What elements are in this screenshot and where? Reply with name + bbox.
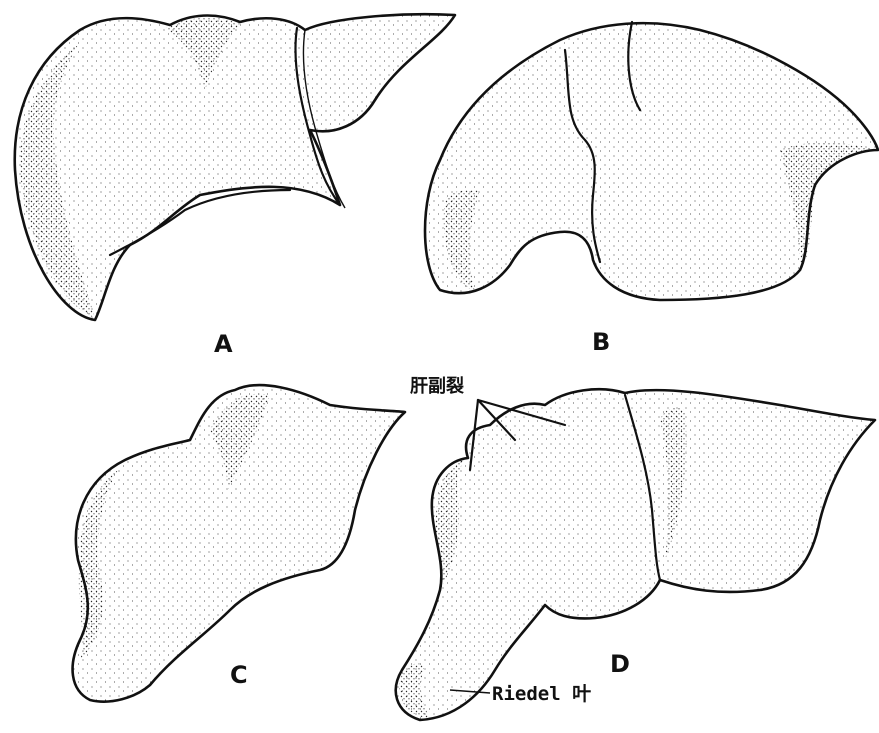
riedel-lobe-label: Riedel 叶 bbox=[492, 683, 591, 705]
panel-b-label: B bbox=[592, 328, 610, 356]
panel-c-liver bbox=[73, 385, 405, 702]
panel-a-label: A bbox=[214, 330, 233, 358]
panel-d-label: D bbox=[610, 650, 630, 678]
panel-d-liver bbox=[396, 389, 875, 720]
panel-c-label: C bbox=[230, 661, 248, 689]
accessory-fissure-label: 肝副裂 bbox=[410, 376, 464, 397]
panel-a-liver bbox=[15, 14, 455, 320]
panel-b-liver bbox=[425, 22, 878, 300]
panel-d-outline bbox=[396, 389, 875, 720]
